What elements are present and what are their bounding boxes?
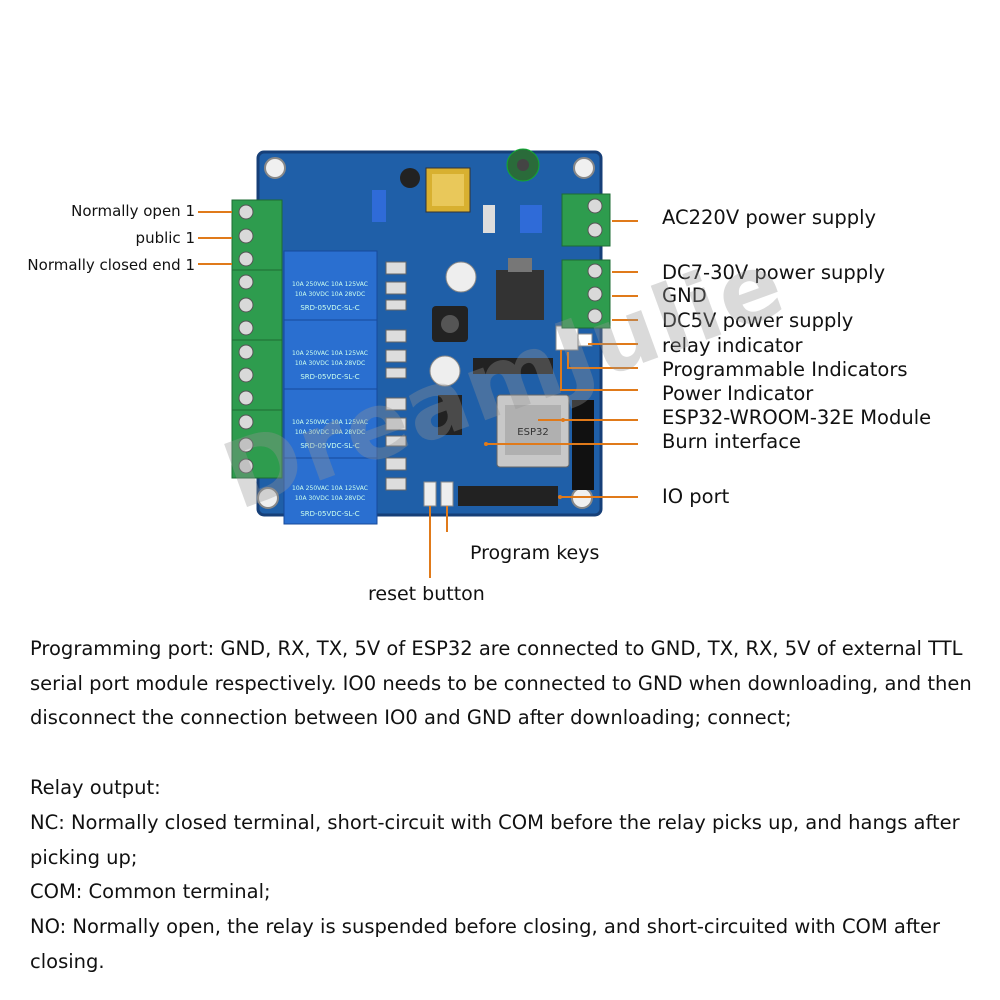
label-burn-interface: Burn interface: [662, 430, 801, 453]
svg-text:10A 30VDC 10A 28VDC: 10A 30VDC 10A 28VDC: [295, 291, 365, 298]
svg-text:SRD-05VDC-SL-C: SRD-05VDC-SL-C: [300, 442, 359, 450]
left-terminals: [231, 199, 283, 479]
svg-text:10A 250VAC 10A 125VAC: 10A 250VAC 10A 125VAC: [292, 485, 368, 492]
label-program-keys: Program keys: [470, 542, 600, 564]
label-esp32-module: ESP32-WROOM-32E Module: [662, 406, 932, 429]
label-gnd: GND: [662, 284, 707, 307]
svg-text:SRD-05VDC-SL-C: SRD-05VDC-SL-C: [300, 304, 359, 312]
relay-1: 10A 250VAC 10A 125VAC 10A 30VDC 10A 28VD…: [283, 250, 378, 322]
label-normally-closed: Normally closed end 1: [27, 256, 195, 274]
com-text: COM: Common terminal;: [30, 880, 271, 904]
svg-text:SRD-05VDC-SL-C: SRD-05VDC-SL-C: [300, 510, 359, 518]
label-power-indicator: Power Indicator: [662, 382, 814, 405]
label-relay-indicator: relay indicator: [662, 334, 803, 357]
no-text: NO: Normally open, the relay is suspende…: [30, 914, 941, 973]
regulator: [496, 270, 544, 320]
svg-text:10A 30VDC 10A 28VDC: 10A 30VDC 10A 28VDC: [295, 360, 365, 367]
leader-lines: [198, 211, 638, 578]
board-diagram: ESP32 10A 250VAC 10A 125VAC 10A 30VDC 10…: [27, 148, 932, 605]
label-dc5v: DC5V power supply: [662, 309, 854, 332]
svg-text:SRD-05VDC-SL-C: SRD-05VDC-SL-C: [300, 373, 359, 381]
label-reset-button: reset button: [368, 583, 485, 605]
svg-text:10A 250VAC 10A 125VAC: 10A 250VAC 10A 125VAC: [292, 281, 368, 288]
relay-drivers: [385, 261, 407, 491]
io-header: [458, 486, 558, 506]
label-io-port: IO port: [662, 485, 730, 508]
svg-text:10A 250VAC 10A 125VAC: 10A 250VAC 10A 125VAC: [292, 419, 368, 426]
reset-button-part: [423, 481, 437, 507]
label-normally-open: Normally open 1: [71, 202, 195, 220]
svg-text:10A 30VDC 10A 28VDC: 10A 30VDC 10A 28VDC: [295, 429, 365, 436]
nc-text: NC: Normally closed terminal, short-circ…: [30, 810, 960, 869]
program-key-part: [440, 481, 454, 507]
label-public: public 1: [135, 229, 195, 247]
description-block: Programming port: GND, RX, TX, 5V of ESP…: [30, 632, 980, 979]
leader-dots: [484, 418, 565, 499]
label-ac220: AC220V power supply: [662, 206, 877, 229]
relay-4: 10A 250VAC 10A 125VAC 10A 30VDC 10A 28VD…: [283, 457, 378, 525]
esp-marking: ESP32: [517, 427, 548, 438]
capacitor-mid: [445, 261, 477, 293]
svg-text:10A 250VAC 10A 125VAC: 10A 250VAC 10A 125VAC: [292, 350, 368, 357]
label-dc730: DC7-30V power supply: [662, 261, 886, 284]
pin-header-top: [473, 358, 553, 374]
relay-3: 10A 250VAC 10A 125VAC 10A 30VDC 10A 28VD…: [283, 388, 378, 460]
board-svg: ESP32 10A 250VAC 10A 125VAC 10A 30VDC 10…: [198, 148, 638, 578]
right-terminals: [561, 193, 611, 329]
relay-output-title: Relay output:: [30, 776, 161, 800]
svg-text:10A 30VDC 10A 28VDC: 10A 30VDC 10A 28VDC: [295, 495, 365, 502]
label-programmable-indicators: Programmable Indicators: [662, 358, 908, 381]
programming-port-text: Programming port: GND, RX, TX, 5V of ESP…: [30, 637, 972, 730]
